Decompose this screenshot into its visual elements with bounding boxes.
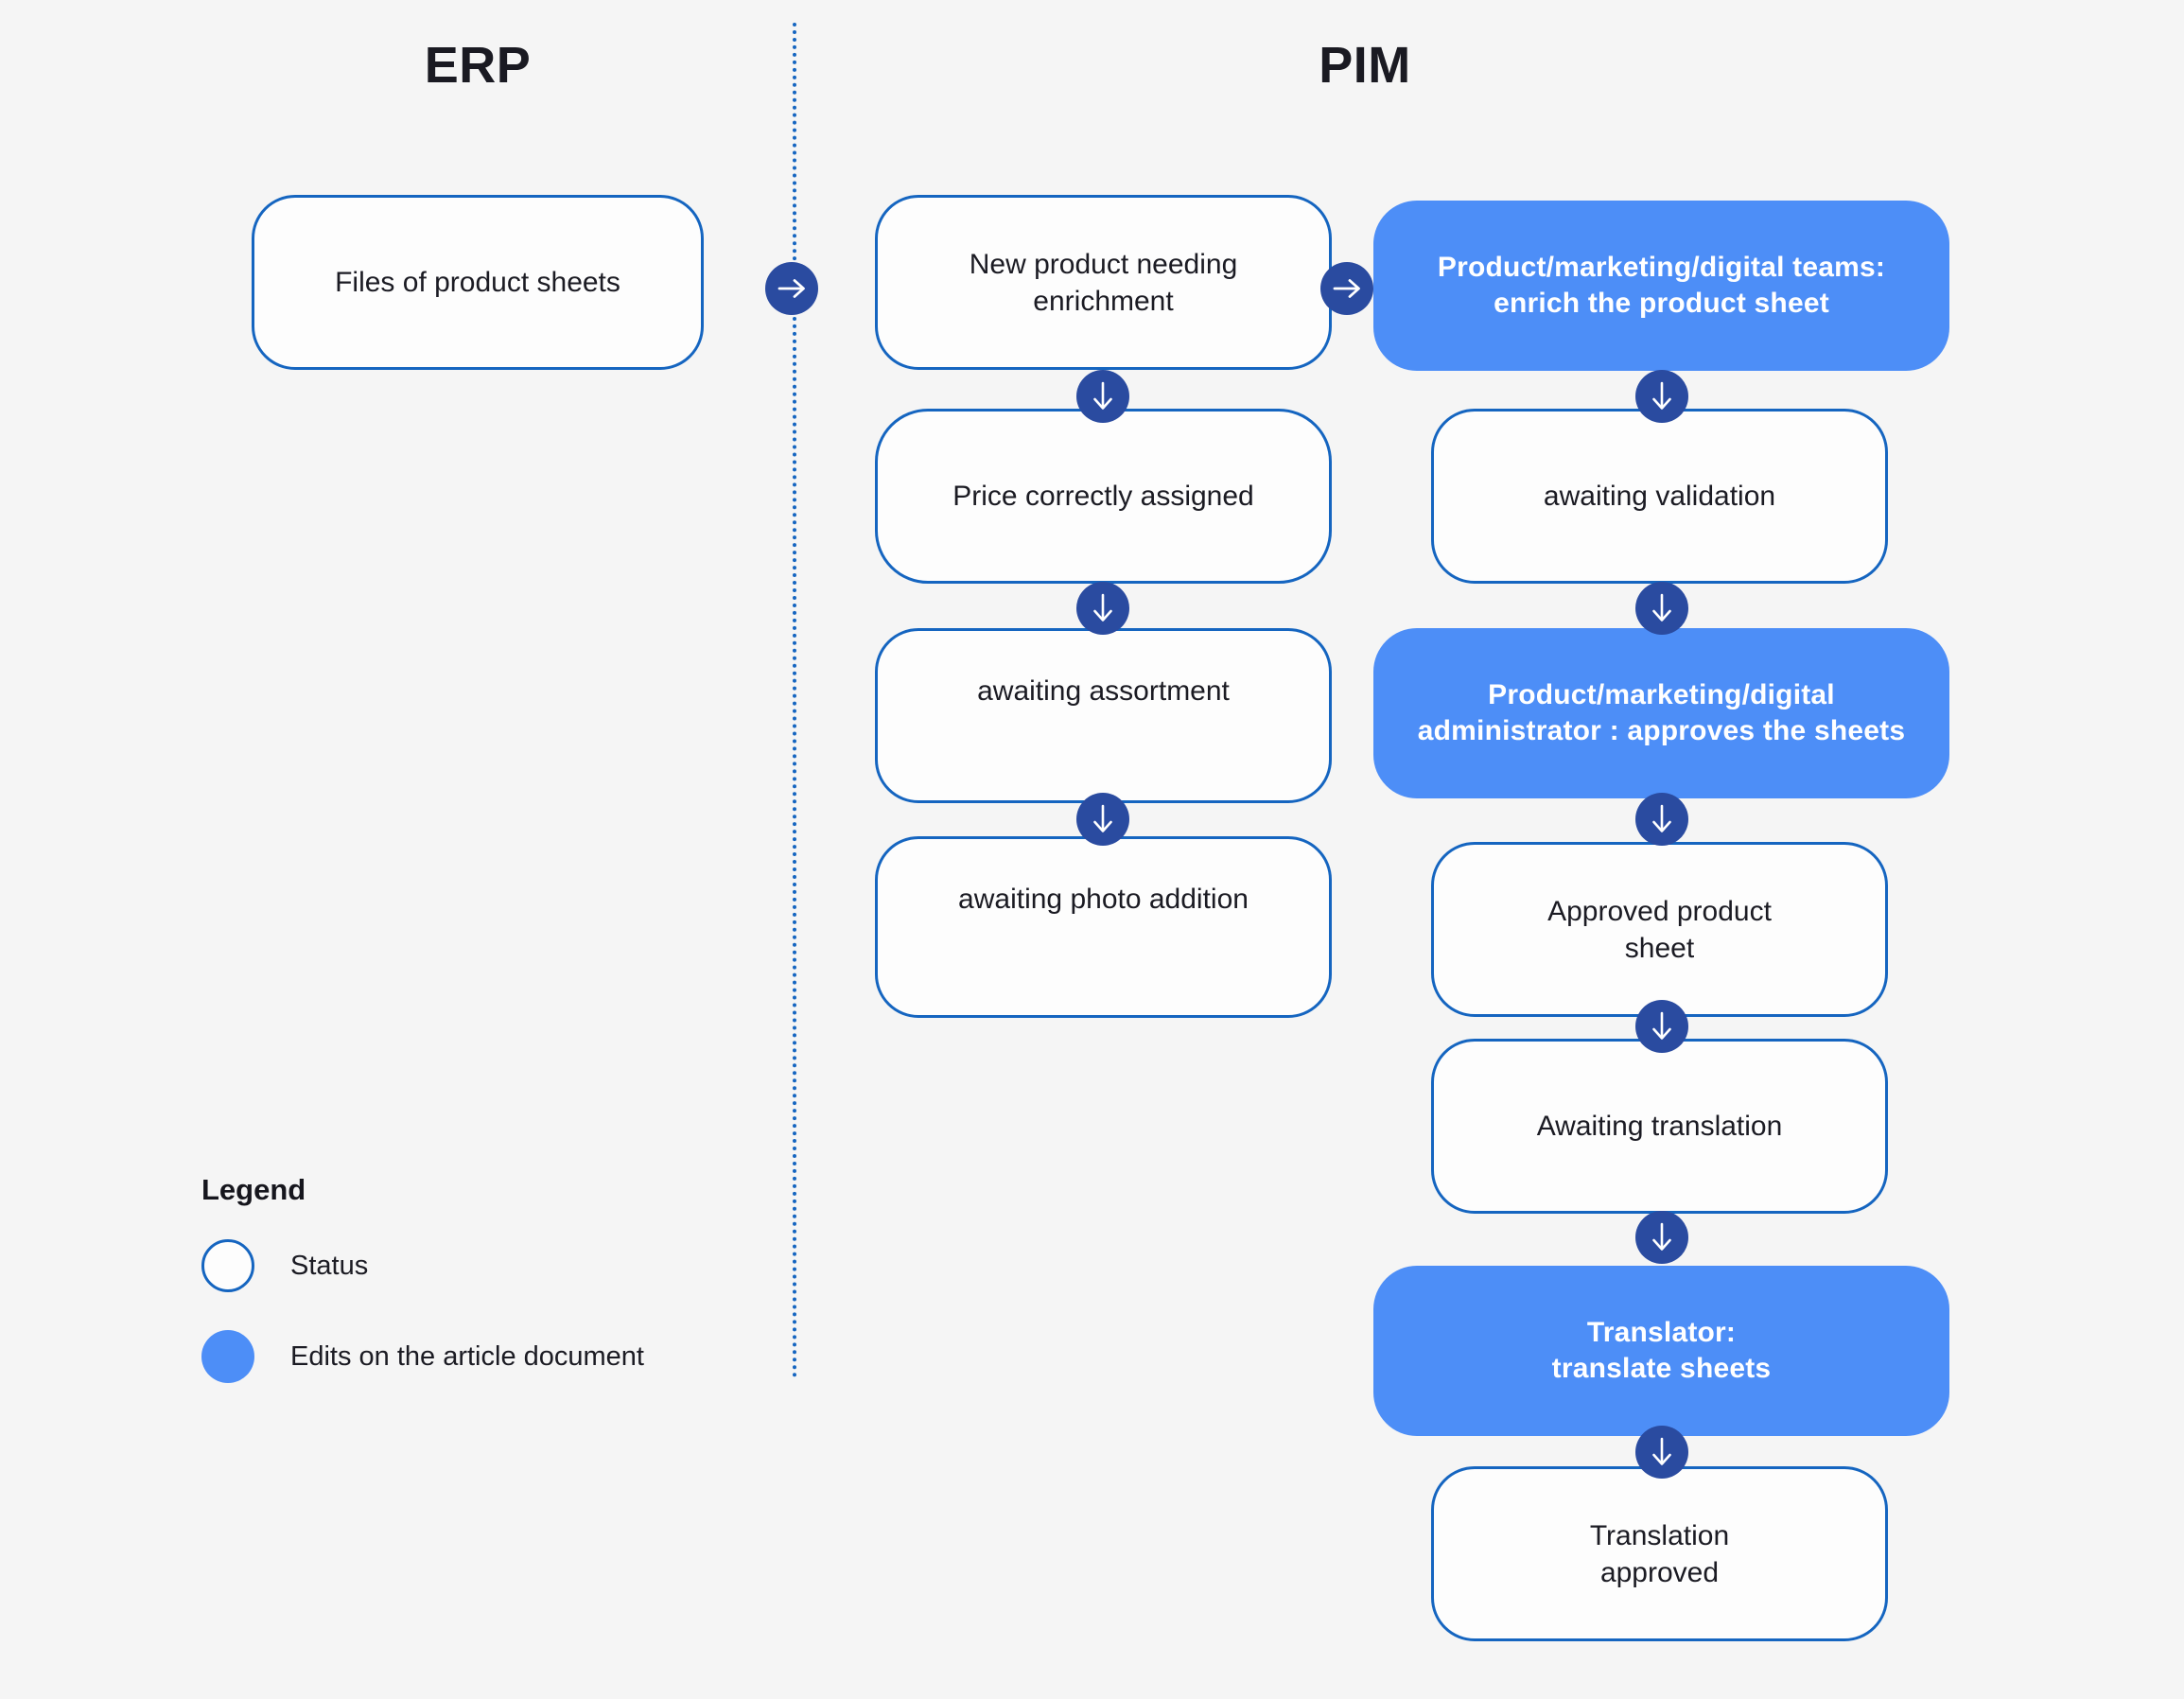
node-label: Awaiting translation xyxy=(1536,1111,1783,1142)
node-approves-the-sheets[interactable]: Product/marketing/digital administrator … xyxy=(1373,628,1949,798)
node-awaiting-assortment[interactable]: awaiting assortment xyxy=(875,628,1332,803)
arrow-down-icon-approved-sheet-to-awaiting-translation xyxy=(1635,1000,1688,1053)
arrow-right-icon-erp-to-pim xyxy=(765,262,818,315)
node-label: Product/marketing/digital administrator … xyxy=(1417,678,1906,746)
node-label: awaiting validation xyxy=(1543,481,1776,512)
node-enrich-the-product-sheet[interactable]: Product/marketing/digital teams: enrich … xyxy=(1373,201,1949,371)
column-title-pim: PIM xyxy=(1319,37,1411,94)
node-awaiting-validation[interactable]: awaiting validation xyxy=(1431,409,1888,584)
node-label: Translation approved xyxy=(1589,1519,1730,1588)
arrow-down-icon-price-to-assortment xyxy=(1076,582,1129,635)
node-label: Price correctly assigned xyxy=(952,481,1254,512)
node-new-product-needing-enrichment[interactable]: New product needing enrichment xyxy=(875,195,1332,370)
node-awaiting-translation[interactable]: Awaiting translation xyxy=(1431,1039,1888,1214)
legend-label: Status xyxy=(290,1250,369,1281)
node-price-correctly-assigned[interactable]: Price correctly assigned xyxy=(875,409,1332,584)
legend-swatch-status-icon xyxy=(201,1239,254,1292)
legend-label: Edits on the article document xyxy=(290,1340,644,1372)
node-label: awaiting photo addition xyxy=(958,884,1249,915)
node-approved-product-sheet[interactable]: Approved product sheet xyxy=(1431,842,1888,1017)
arrow-down-icon-new-product-to-price xyxy=(1076,370,1129,423)
arrow-down-icon-enrich-to-awaiting-validation xyxy=(1635,370,1688,423)
arrow-right-icon-new-product-to-enrich xyxy=(1320,262,1373,315)
legend-title: Legend xyxy=(201,1173,306,1206)
node-translation-approved[interactable]: Translation approved xyxy=(1431,1466,1888,1641)
node-translate-sheets[interactable]: Translator: translate sheets xyxy=(1373,1266,1949,1436)
arrow-down-icon-awaiting-translation-to-translator xyxy=(1635,1211,1688,1264)
legend-item-edit: Edits on the article document xyxy=(201,1330,644,1383)
node-label: awaiting assortment xyxy=(977,675,1230,707)
node-label: Product/marketing/digital teams: enrich … xyxy=(1437,251,1886,319)
legend-swatch-edit-icon xyxy=(201,1330,254,1383)
arrow-down-icon-approves-to-approved-sheet xyxy=(1635,793,1688,846)
node-label: Files of product sheets xyxy=(335,267,620,298)
column-title-erp: ERP xyxy=(424,37,532,94)
node-label: Translator: translate sheets xyxy=(1551,1316,1772,1384)
arrow-down-icon-assortment-to-photo xyxy=(1076,793,1129,846)
arrow-down-icon-translator-to-translation-approved xyxy=(1635,1426,1688,1479)
arrow-down-icon-validation-to-approves xyxy=(1635,582,1688,635)
column-divider xyxy=(793,23,796,1378)
node-label: New product needing enrichment xyxy=(969,248,1238,317)
node-files-of-product-sheets[interactable]: Files of product sheets xyxy=(252,195,704,370)
node-awaiting-photo-addition[interactable]: awaiting photo addition xyxy=(875,836,1332,1018)
node-label: Approved product sheet xyxy=(1547,895,1772,964)
legend-item-status: Status xyxy=(201,1239,644,1292)
